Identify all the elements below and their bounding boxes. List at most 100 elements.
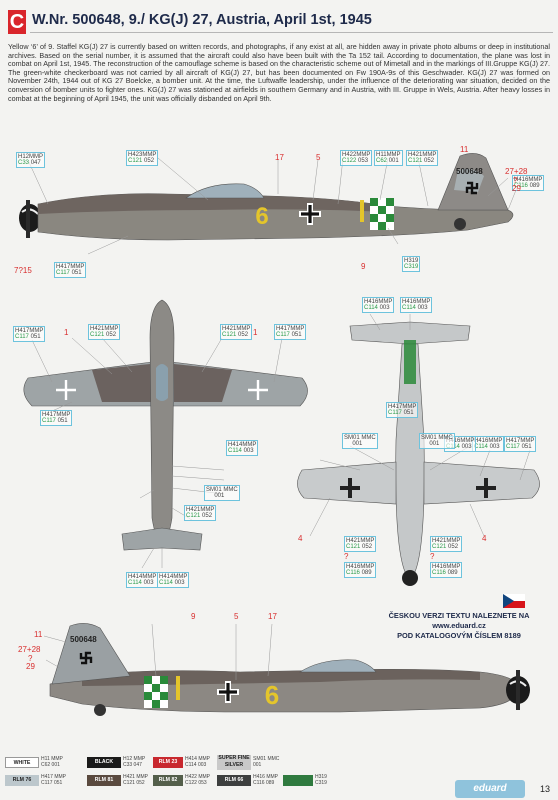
num-top-29: 29 xyxy=(512,184,521,193)
yellow-six: 6 xyxy=(255,203,268,230)
yellow-bar xyxy=(360,200,364,222)
right-wing-under xyxy=(423,461,540,505)
fin-serial: 500648 xyxy=(456,167,483,176)
fin-swastika-right xyxy=(79,651,93,665)
canopy-top xyxy=(156,364,168,401)
code-plan-8: SM01 MMC 001 xyxy=(342,433,378,450)
czech-flag-icon xyxy=(503,594,525,608)
legend-swatch-green xyxy=(283,775,313,786)
legend-swatch-white: WHITE xyxy=(5,757,39,768)
num-top-17: 17 xyxy=(275,153,284,162)
num-bottom-29: 29 xyxy=(26,662,35,671)
upper-camo-right xyxy=(82,669,480,686)
legend-swatch-rlm66: RLM 66 xyxy=(217,775,251,786)
num-bottom-5: 5 xyxy=(234,612,239,621)
num-bottom-q: ? xyxy=(28,654,33,663)
propeller-blade-right xyxy=(516,670,520,710)
plan-view-bottom-aircraft xyxy=(297,313,540,586)
num-top-9: 9 xyxy=(361,262,366,271)
fuselage-cross-right xyxy=(217,681,239,703)
section-header: C W.Nr. 500648, 9./ KG(J) 27, Austria, A… xyxy=(8,10,553,36)
canopy-right xyxy=(298,659,377,673)
checker-under xyxy=(404,340,416,384)
num-plan-4b: 4 xyxy=(482,534,487,543)
brand-logo: eduard xyxy=(455,780,525,798)
num-plan-qb: ? xyxy=(430,552,435,561)
legend-swatch-rlm23: RLM 23 xyxy=(153,757,183,768)
legend-swatch-silver: SUPER FINE SILVER xyxy=(217,755,251,770)
num-top-5: 5 xyxy=(316,153,321,162)
bottom-leader-lines xyxy=(43,623,273,680)
num-top-715: 7?15 xyxy=(14,266,32,275)
fin-swastika xyxy=(465,181,479,195)
left-wing-under xyxy=(297,461,397,505)
fuselage-cross xyxy=(299,203,321,225)
tailplane xyxy=(121,527,203,551)
tail-wheel-right xyxy=(94,704,106,716)
legend-swatch-rlm76: RLM 76 xyxy=(5,775,39,786)
yellow-six-right: 6 xyxy=(265,680,279,710)
yellow-bar-right xyxy=(176,676,180,700)
num-plan-4a: 4 xyxy=(298,534,303,543)
upper-camo xyxy=(38,193,388,214)
legend-swatch-rlm81: RLM 81 xyxy=(87,775,121,786)
num-bottom-17: 17 xyxy=(268,612,277,621)
checker-band xyxy=(370,198,394,230)
intro-paragraph: Yellow ‘6’ of 9. Staffel KG(J) 27 is cur… xyxy=(8,42,550,103)
under-cross-right xyxy=(476,478,496,498)
fin-serial-right: 500648 xyxy=(70,635,97,644)
header-divider xyxy=(30,32,553,33)
num-plan-qa: ? xyxy=(344,552,349,561)
side-view-top-aircraft: 500648 6 xyxy=(19,153,521,255)
wing-cross-left xyxy=(56,380,76,400)
num-bottom-11: 11 xyxy=(34,630,43,639)
czech-note-line-2[interactable]: www.eduard.cz xyxy=(432,620,486,630)
spinner-under xyxy=(402,570,418,586)
tail-wheel xyxy=(454,218,466,230)
num-bottom-2728: 27+28 xyxy=(18,645,41,654)
num-top-11: 11 xyxy=(460,145,469,154)
num-top-q: ? xyxy=(513,176,518,185)
propeller-blade xyxy=(26,200,30,238)
num-top-2728: 27+28 xyxy=(505,167,528,176)
section-letter-badge: C xyxy=(8,10,26,34)
legend-swatch-rlm82: RLM 82 xyxy=(153,775,183,786)
canopy xyxy=(185,183,265,199)
legend-swatch-black: BLACK xyxy=(87,757,121,768)
wing-camo-left xyxy=(92,364,152,402)
